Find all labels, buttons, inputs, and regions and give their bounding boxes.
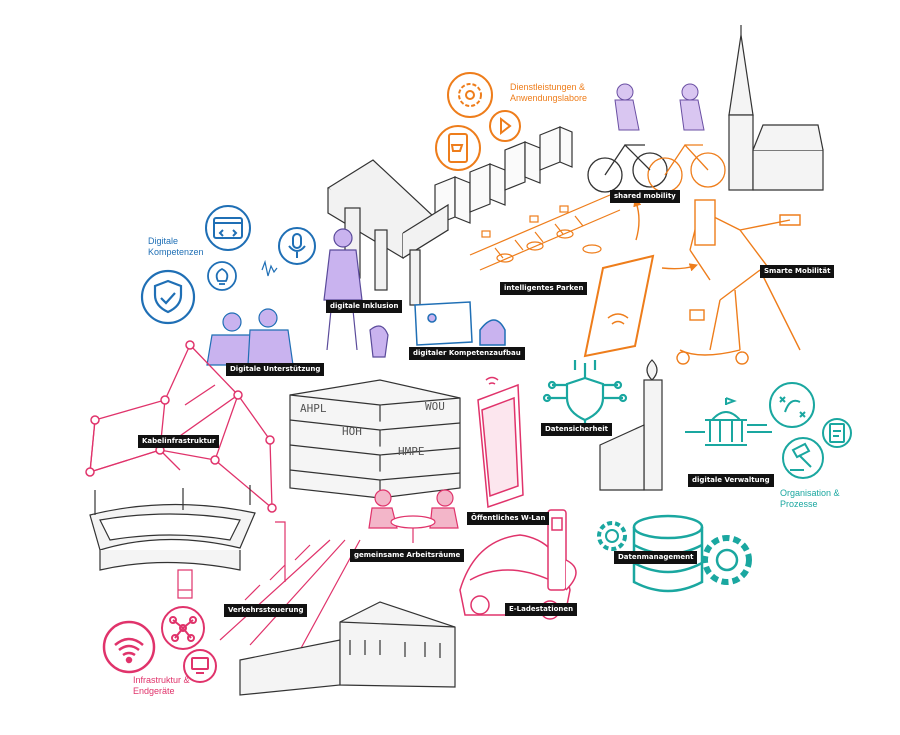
label-skill-building: digitaler Kompetenzaufbau xyxy=(409,347,525,360)
label-traffic-control: Verkehrssteuerung xyxy=(224,604,308,617)
label-data-management: Datenmanagement xyxy=(614,551,698,564)
category-digital-skills: Digitale Kompetenzen xyxy=(148,236,204,257)
tablet-cart-icon xyxy=(435,125,481,171)
facade-letters-3: WOU xyxy=(425,400,445,413)
electric-car xyxy=(459,534,571,620)
category-organisation: Organisation & Prozesse xyxy=(780,488,840,509)
church xyxy=(728,25,824,191)
gear-icon xyxy=(597,521,627,551)
gavel-icon xyxy=(782,437,824,479)
cable-network-nodes xyxy=(85,340,277,513)
label-digital-inclusion: digitale Inklusion xyxy=(326,300,403,313)
label-cable-infrastructure: Kabelinfrastruktur xyxy=(138,435,220,448)
mobility-network xyxy=(633,198,801,365)
label-ev-charging: E-Ladestationen xyxy=(505,603,578,616)
strategy-icon xyxy=(769,382,815,428)
onion-tower-building xyxy=(599,359,663,491)
charging-station xyxy=(547,509,577,591)
traffic-road xyxy=(177,521,361,651)
facade-letters-1: AHPL xyxy=(300,402,327,415)
network-icon xyxy=(161,606,205,650)
clipboard-icon xyxy=(822,418,852,448)
cyclists xyxy=(614,83,705,131)
stadium xyxy=(89,485,256,571)
lightbulb-icon xyxy=(207,261,237,291)
chip-shield-icon xyxy=(542,360,628,432)
label-shared-mobility: shared mobility xyxy=(610,190,680,203)
office-building xyxy=(289,379,461,500)
label-smart-mobility: Smarte Mobilität xyxy=(760,265,835,278)
label-smart-parking: intelligentes Parken xyxy=(500,282,588,295)
soundwave xyxy=(261,259,278,277)
browser-code-icon xyxy=(205,205,251,251)
play-icon xyxy=(489,110,521,142)
gear-badge-icon xyxy=(447,72,493,118)
facade-letters-4: HMPE xyxy=(398,445,425,458)
label-digital-support: Digitale Unterstützung xyxy=(226,363,325,376)
government-building-icon xyxy=(685,397,772,446)
presentation-screen xyxy=(414,301,506,346)
train-station xyxy=(239,601,456,696)
large-gear-icon xyxy=(702,535,752,585)
bicycles xyxy=(587,143,726,193)
microphone-icon xyxy=(278,227,316,265)
category-infrastructure: Infrastruktur & Endgeräte xyxy=(133,675,190,696)
coworking-people xyxy=(368,489,459,543)
people-support xyxy=(206,308,294,366)
smartphone xyxy=(583,254,655,358)
parking-lot xyxy=(469,194,621,271)
category-services: Dienstleistungen & Anwendungslabore xyxy=(510,82,588,103)
shield-check-icon xyxy=(140,269,196,325)
label-coworking: gemeinsame Arbeitsräume xyxy=(350,549,465,562)
label-public-wifi: Öffentliches W-Lan xyxy=(467,512,550,525)
facade-letters-2: HOH xyxy=(342,425,362,438)
label-data-security: Datensicherheit xyxy=(541,423,612,436)
wifi-pillar xyxy=(477,376,524,509)
label-digital-administration: digitale Verwaltung xyxy=(688,474,774,487)
wifi-icon xyxy=(102,620,156,674)
person-inclusion xyxy=(323,228,389,358)
computer-icon xyxy=(183,649,217,683)
